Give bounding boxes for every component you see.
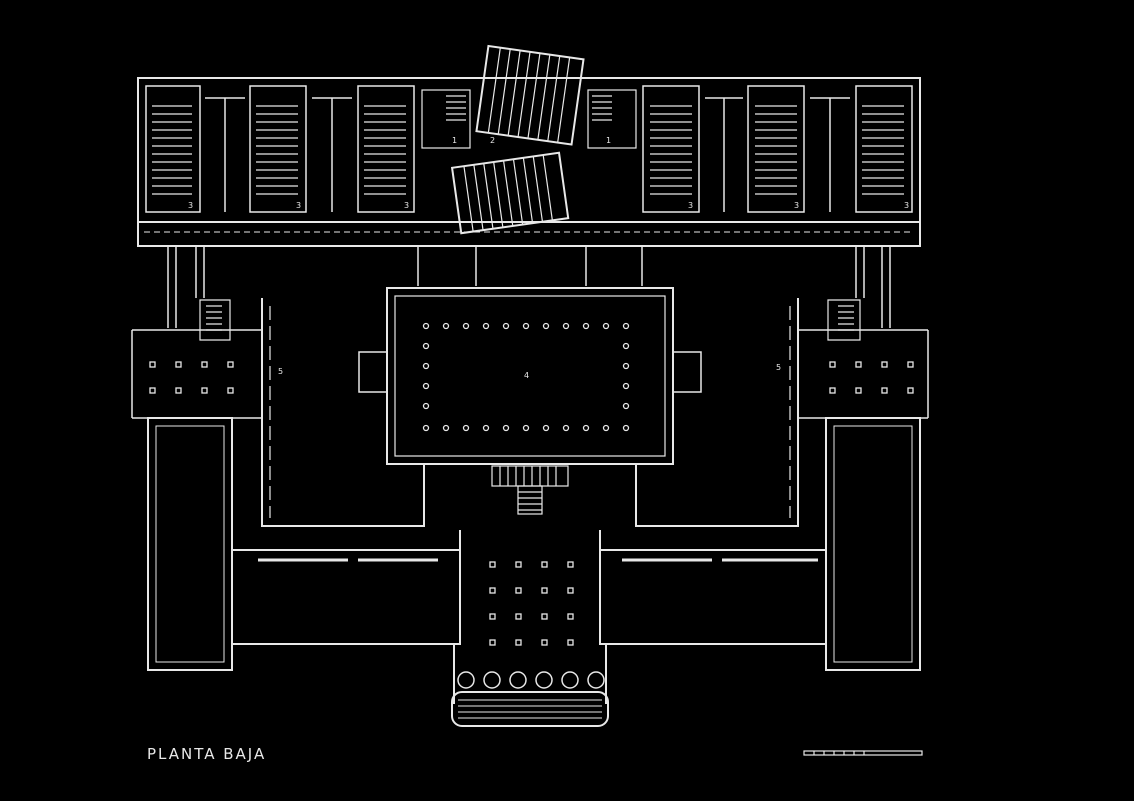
- entrance-step-lines: [458, 699, 602, 719]
- west-portico: [131, 329, 262, 419]
- east-portico: [798, 329, 929, 419]
- east-long-room-inner: [833, 425, 913, 663]
- east-wing-outline: [635, 298, 799, 527]
- room-number-3-a: 3: [188, 201, 193, 210]
- rotated-hall-lower: [450, 151, 570, 235]
- north-block-outline: [137, 77, 921, 247]
- right-classrooms: [642, 85, 913, 213]
- seating-rows-left: [152, 105, 406, 195]
- room-number-1-left: 1: [452, 136, 457, 145]
- north-connectors: [167, 246, 891, 328]
- room-number-3-c: 3: [404, 201, 409, 210]
- room-number-3-f: 3: [904, 201, 909, 210]
- room-number-4: 4: [524, 371, 529, 380]
- east-long-room: [825, 417, 921, 671]
- west-stair: [199, 299, 231, 341]
- east-stair: [827, 299, 861, 341]
- north-stairs: [421, 89, 637, 149]
- plan-title: PLANTA BAJA: [147, 745, 267, 763]
- entrance-hall: [453, 530, 607, 704]
- wing-inner-lines: [269, 306, 791, 518]
- west-long-room-inner: [155, 425, 225, 663]
- courtyard-colonnade: [422, 322, 630, 432]
- room-number-5-right: 5: [776, 363, 781, 372]
- seating-rows-right: [650, 105, 904, 195]
- room-number-3-e: 3: [794, 201, 799, 210]
- room-number-1-right: 1: [606, 136, 611, 145]
- west-wing-outline: [261, 298, 425, 527]
- entrance-steps: [451, 691, 609, 727]
- west-long-room: [147, 417, 233, 671]
- south-wing-outline: [232, 549, 826, 645]
- courtyard-outer: [386, 287, 674, 465]
- room-number-5-left: 5: [278, 367, 283, 376]
- hall-pillars: [149, 361, 914, 646]
- courtyard-side-bays: [358, 351, 702, 393]
- room-number-2: 2: [490, 136, 495, 145]
- room-number-3-b: 3: [296, 201, 301, 210]
- rotated-hall-upper: [475, 44, 585, 146]
- courtyard-stair: [491, 465, 569, 515]
- room-number-3-d: 3: [688, 201, 693, 210]
- portico-columns: [457, 671, 605, 689]
- courtyard-inner: [394, 295, 666, 457]
- scale-bar: [803, 750, 923, 756]
- left-classrooms: [145, 85, 415, 213]
